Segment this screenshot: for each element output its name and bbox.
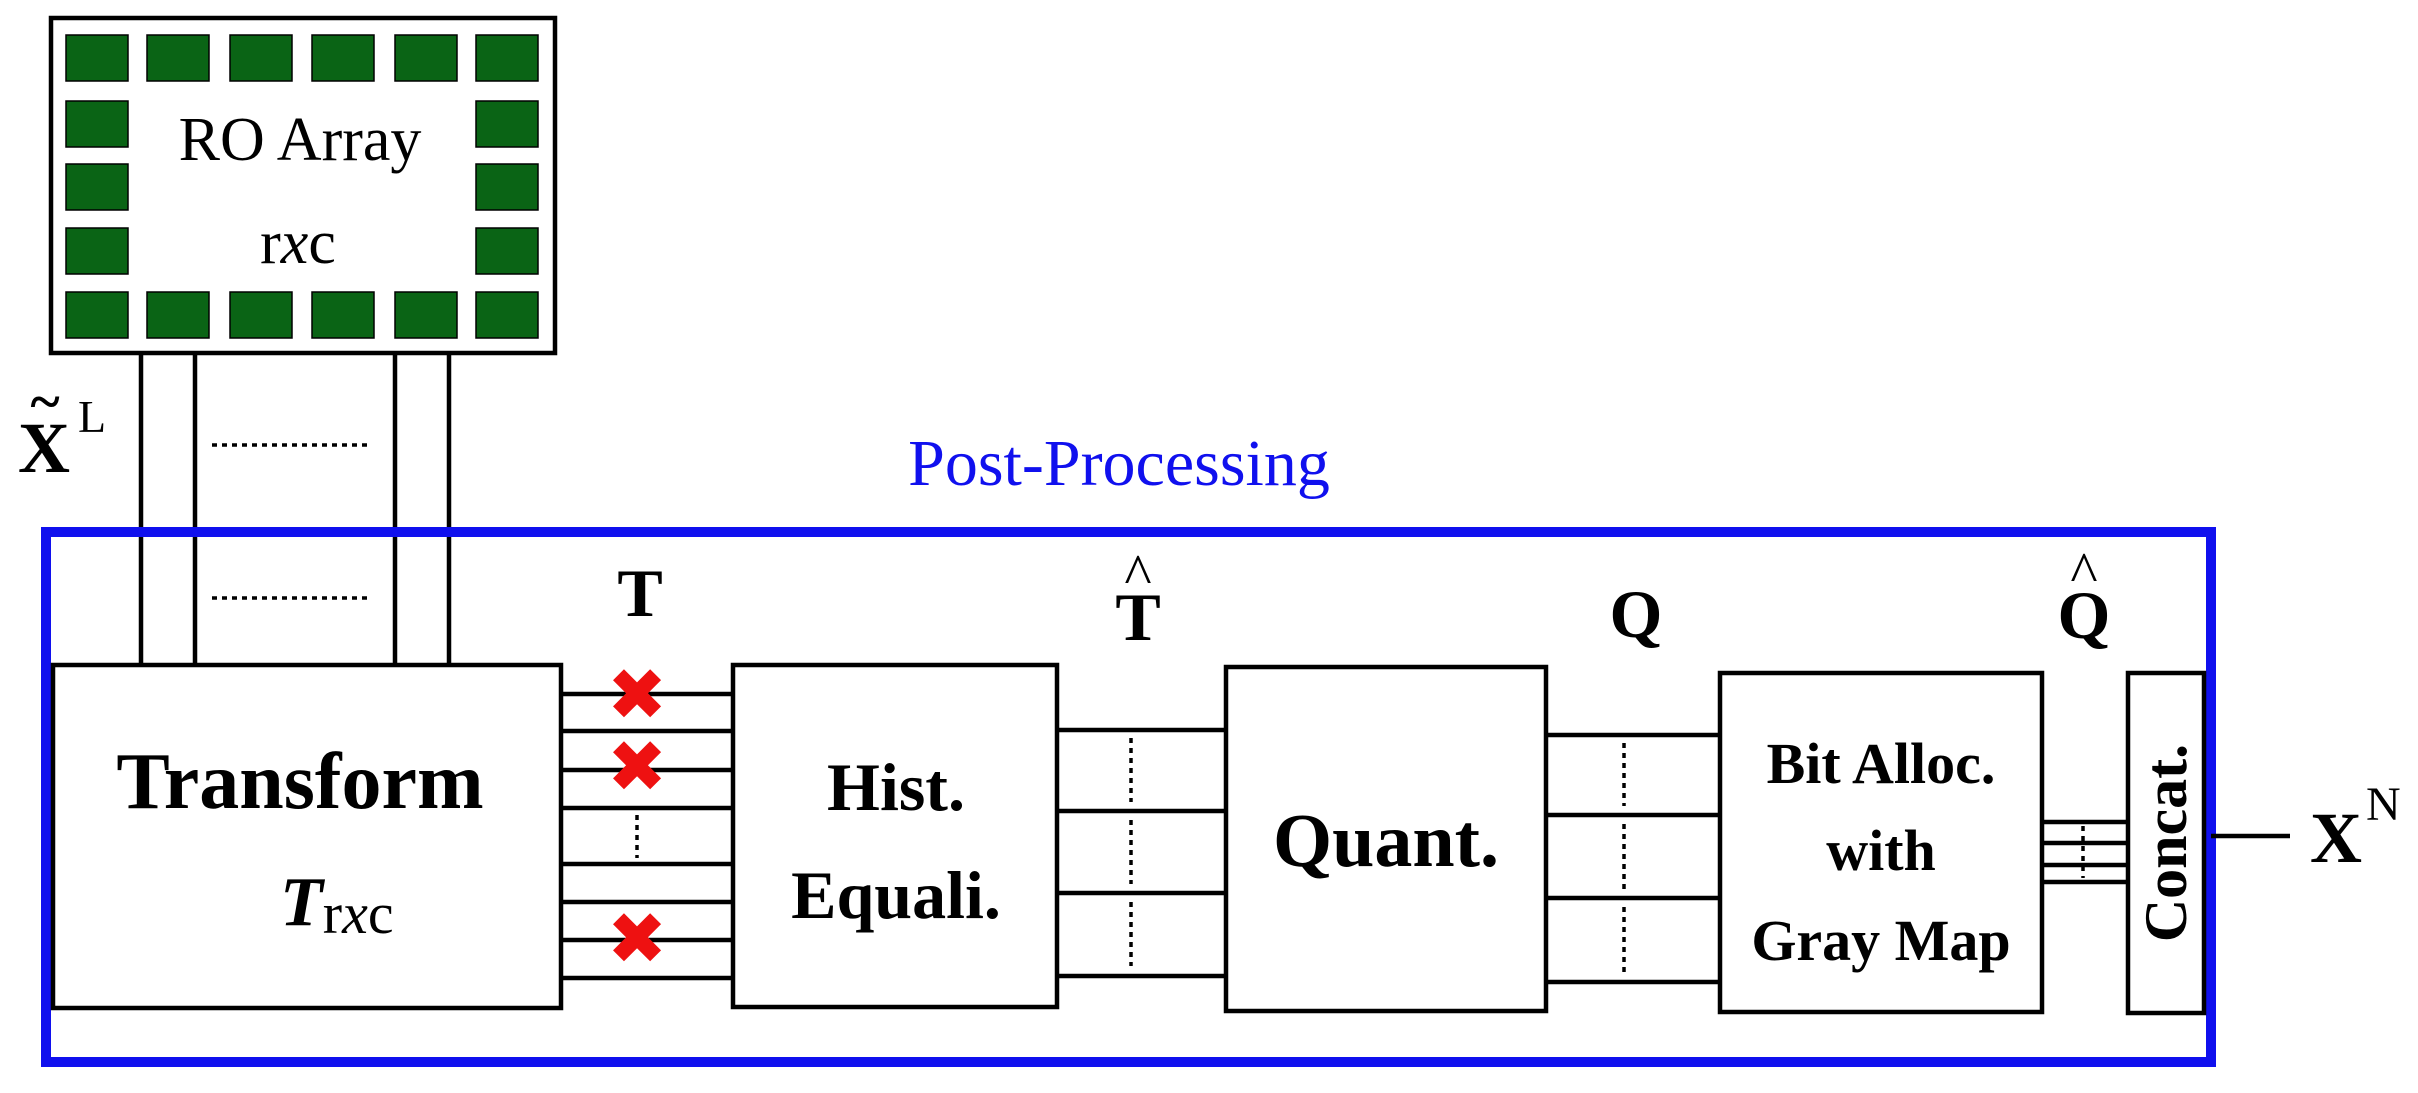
output-label-base: X	[2310, 798, 2362, 878]
quantization-block: Quant.	[1223, 664, 1549, 1014]
ro-array-size: rxc	[260, 209, 336, 277]
output-signal: X N	[2211, 778, 2401, 878]
ro-cell	[475, 227, 539, 275]
transform-symbol-t: T	[280, 864, 326, 941]
concat-box	[2125, 670, 2207, 1016]
hist-label-line1: Hist.	[827, 749, 965, 825]
input-label-base: X	[18, 408, 70, 488]
ro-array-title: RO Array	[179, 106, 422, 174]
ro-cell	[311, 34, 375, 82]
discard-marker-icon: ✖	[607, 897, 667, 981]
post-processing-title: Post-Processing	[908, 427, 1330, 500]
ro-array-size-r: r	[260, 209, 281, 277]
post-processing-frame	[41, 527, 2216, 1067]
bitalloc-label-line3: Gray Map	[1751, 908, 2010, 973]
hist-equalization-block: Hist. Equali.	[730, 662, 1060, 1010]
output-label-superscript: N	[2366, 778, 2401, 831]
hist-label-line2: Equali.	[791, 857, 1001, 933]
ro-cell	[146, 34, 210, 82]
q-hat-accent: ^	[2070, 540, 2097, 605]
input-label-tilde: ~	[30, 371, 59, 433]
bitalloc-box	[1717, 670, 2045, 1015]
ro-cell	[475, 163, 539, 211]
quant-box	[1223, 664, 1549, 1014]
t-hat-signal-label: T ^	[1115, 542, 1160, 655]
bitalloc-label-line1: Bit Alloc.	[1767, 731, 1996, 796]
input-label-superscript: L	[78, 391, 106, 442]
ro-cell	[475, 34, 539, 82]
bit-allocation-block: Bit Alloc. with Gray Map	[1717, 670, 2045, 1015]
ro-cell	[65, 227, 129, 275]
quant-label: Quant.	[1273, 799, 1499, 883]
t-coefficient-wires	[561, 691, 733, 981]
bitalloc-label-line2: with	[1826, 818, 1936, 883]
hist-box	[730, 662, 1060, 1010]
q-signal-label: Q	[1610, 576, 1663, 652]
ro-array-size-c: c	[308, 209, 336, 277]
ro-cell	[229, 34, 293, 82]
transform-subscript-x: x	[341, 881, 368, 946]
ro-cell	[475, 100, 539, 148]
ro-cell	[65, 34, 129, 82]
ro-cell	[475, 291, 539, 339]
ro-array-frame	[48, 15, 558, 356]
ro-cell	[229, 291, 293, 339]
ro-cell	[65, 100, 129, 148]
transform-subscript-c: c	[368, 881, 394, 946]
ro-cell	[65, 163, 129, 211]
ro-array: RO Array rxc	[48, 15, 558, 356]
q-hat-wires	[2042, 819, 2128, 885]
discard-markers: ✖ ✖ ✖	[607, 653, 667, 981]
ro-array-size-x: x	[280, 209, 309, 277]
ro-cell	[146, 291, 210, 339]
t-hat-base: T	[1115, 579, 1160, 655]
transform-block: Transform Trxc	[50, 662, 564, 1011]
t-hat-accent: ^	[1124, 542, 1151, 607]
concat-label: Concat.	[2133, 744, 2199, 942]
ro-cell	[311, 291, 375, 339]
transform-box	[50, 662, 564, 1011]
input-signal-label: X ~ L	[18, 371, 106, 488]
q-wires	[1546, 732, 1720, 985]
transform-label: Transform	[116, 738, 483, 826]
discard-marker-icon: ✖	[607, 725, 667, 809]
t-signal-label: T	[617, 555, 662, 631]
transform-symbol: Trxc	[280, 864, 394, 946]
ro-output-wires	[138, 353, 452, 665]
discard-marker-icon: ✖	[607, 653, 667, 737]
ro-cell	[394, 291, 458, 339]
concatenation-block: Concat.	[2125, 670, 2207, 1016]
t-hat-wires	[1057, 727, 1226, 979]
transform-subscript-r: r	[323, 881, 342, 946]
ro-cell	[65, 291, 129, 339]
q-hat-signal-label: Q ^	[2058, 540, 2111, 653]
ro-cell	[394, 34, 458, 82]
ro-cells	[65, 34, 539, 339]
q-hat-base: Q	[2058, 577, 2111, 653]
